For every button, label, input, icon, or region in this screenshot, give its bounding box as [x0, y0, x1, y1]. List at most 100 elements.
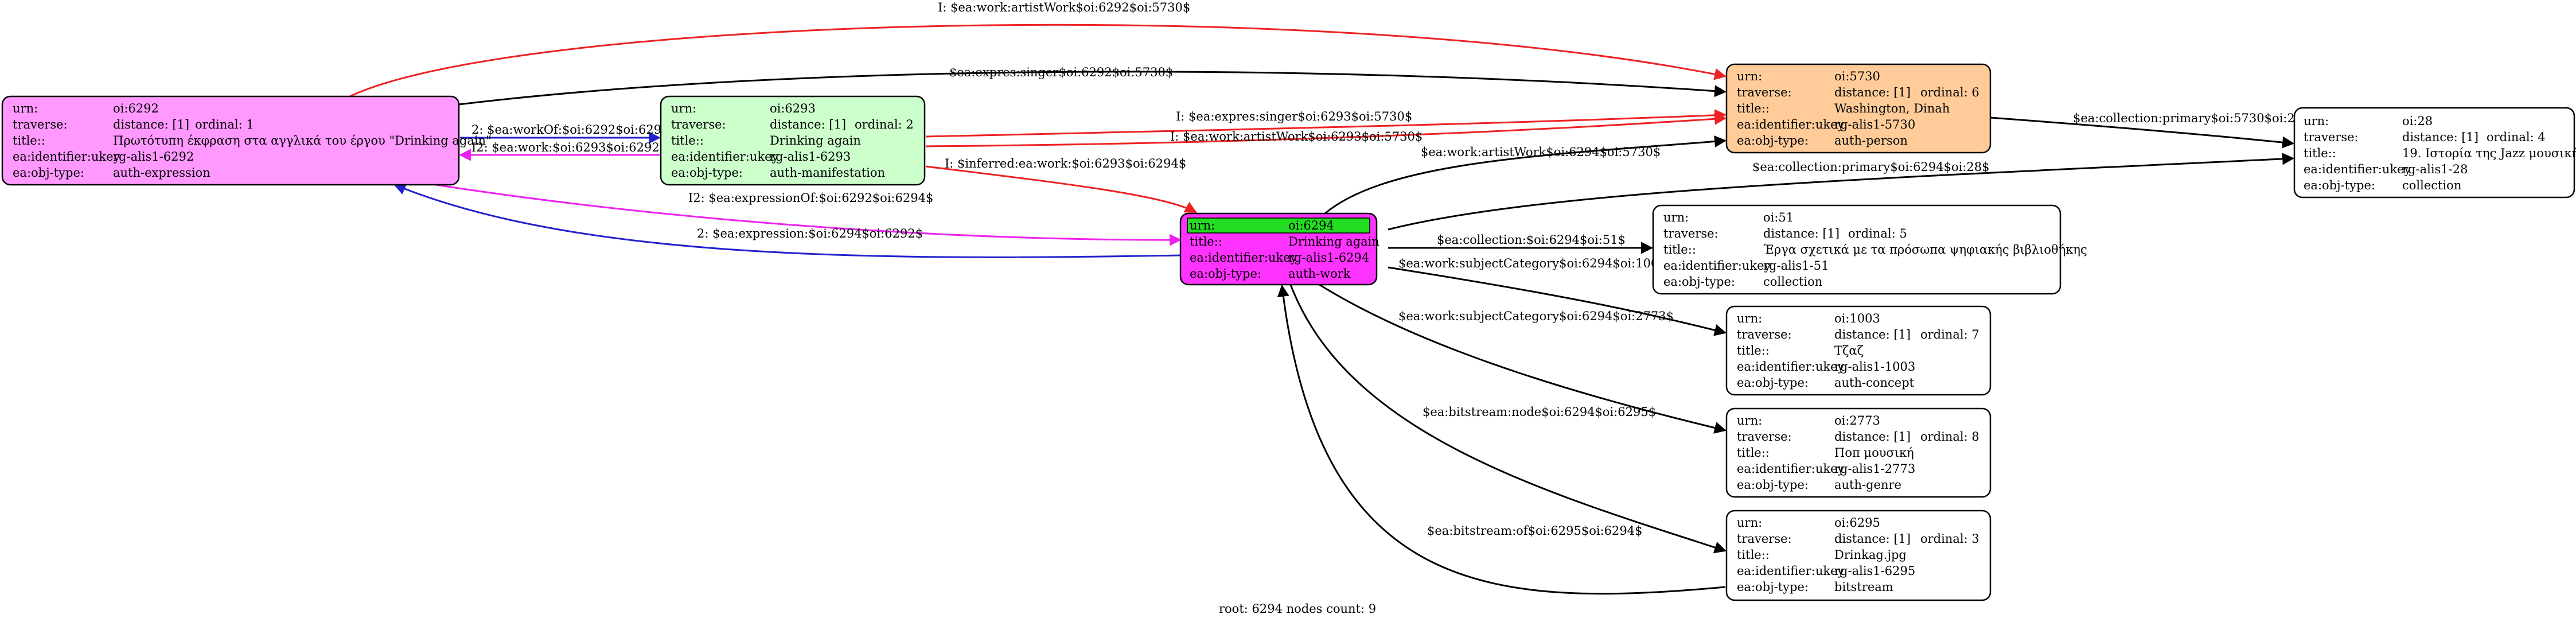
node-field-key: ea:identifier:ukey: [1737, 462, 1845, 476]
node-field-key: urn:: [1737, 414, 1762, 427]
edge-label-expression-6294-6292: 2: $ea:expression:$oi:6294$oi:6292$: [697, 227, 923, 240]
node-field-value: oi:5730: [1834, 69, 1880, 83]
node-field-ordinal: ordinal: 8: [1920, 430, 1979, 444]
node-field-key: urn:: [671, 102, 696, 115]
edge-bitstream-of-6295-6294: [1277, 284, 1726, 595]
node-field-key: ea:identifier:ukey: [1737, 360, 1845, 374]
edge-expres-singer-6293-5730: [925, 109, 1727, 138]
node-6293[interactable]: urn: oi:6293 traverse: distance: [1] ord…: [660, 95, 926, 186]
node-field-key: urn:: [1737, 312, 1762, 325]
node-field-ordinal: ordinal: 1: [195, 118, 254, 131]
node-field-key: ea:identifier:ukey: [1190, 251, 1297, 265]
node-field-value: Drinkag.jpg: [1834, 548, 1907, 562]
node-28[interactable]: urn: oi:28 traverse: distance: [1] ordin…: [2293, 107, 2576, 199]
node-field-value: distance: [1]: [2402, 130, 2478, 144]
node-field-value: distance: [1]: [770, 118, 846, 131]
edge-subjectcategory-6294-1003: [1388, 266, 1727, 336]
node-layer: urn: oi:6292 traverse: distance: [1] ord…: [1, 63, 2576, 601]
node-field-value: rg-alis1-6294: [1288, 251, 1369, 265]
node-field-value: Πρωτότυπη έκφραση στα αγγλικά του έργου …: [113, 134, 492, 147]
node-field-value: collection: [2402, 178, 2461, 192]
edge-artistwork-6292-5730: [349, 24, 1727, 98]
node-field-key: ea:identifier:ukey: [2304, 162, 2411, 176]
edge-expression-6294-6292: [393, 183, 1181, 258]
node-field-key: traverse:: [1663, 227, 1718, 240]
node-field-key: ea:identifier:ukey: [1663, 259, 1771, 273]
node-field-value: Drinking again: [1288, 235, 1379, 248]
node-field-key: ea:obj-type:: [1737, 478, 1809, 492]
edge-artistwork-6294-5730: [1324, 135, 1727, 215]
node-field-value: distance: [1]: [1834, 85, 1911, 99]
node-6294-root[interactable]: urn: oi:6294 title:: Drinking again ea:i…: [1179, 212, 1379, 286]
node-field-value: rg-alis1-5730: [1834, 118, 1915, 131]
node-field-value: distance: [1]: [113, 118, 189, 131]
node-field-key: urn:: [1190, 219, 1215, 232]
node-field-value: collection: [1763, 275, 1822, 289]
edge-collection-primary-5730-28: [1990, 116, 2295, 149]
node-field-value: auth-work: [1288, 267, 1351, 281]
node-51[interactable]: urn: oi:51 traverse: distance: [1] ordin…: [1652, 204, 2087, 295]
node-field-key: title::: [1737, 548, 1770, 562]
node-field-value: auth-expression: [113, 166, 211, 180]
node-field-ordinal: ordinal: 5: [1848, 227, 1907, 240]
node-field-value: rg-alis1-6292: [113, 150, 194, 164]
node-field-value: rg-alis1-6293: [770, 150, 851, 164]
node-field-value: rg-alis1-6295: [1834, 564, 1915, 578]
node-field-key: title::: [1663, 243, 1696, 256]
node-field-key: title::: [1737, 344, 1770, 357]
edge-subjectcategory-6294-2773: [1319, 283, 1727, 434]
node-field-value: Έργα σχετικά με τα πρόσωπα ψηφιακής βιβλ…: [1763, 243, 2087, 256]
node-field-key: traverse:: [1737, 328, 1792, 341]
node-field-key: ea:obj-type:: [1663, 275, 1735, 289]
node-field-value: rg-alis1-28: [2402, 162, 2468, 176]
edge-label-inferred-6293-6294: I: $inferred:ea:work:$oi:6293$oi:6294$: [945, 157, 1186, 170]
node-field-key: ea:identifier:ukey: [13, 150, 120, 164]
edge-label-workof-6292-6293: 2: $ea:workOf:$oi:6292$oi:6293$: [471, 123, 677, 137]
node-field-value: oi:51: [1763, 211, 1794, 224]
node-field-value: Τζαζ: [1834, 344, 1864, 357]
node-1003[interactable]: urn: oi:1003 traverse: distance: [1] ord…: [1725, 305, 1992, 396]
node-6292[interactable]: urn: oi:6292 traverse: distance: [1] ord…: [1, 95, 492, 186]
node-field-key: traverse:: [1737, 430, 1792, 444]
node-field-key: ea:obj-type:: [1190, 267, 1261, 281]
edge-expres-singer-6292-5730: [458, 71, 1727, 106]
node-box: [2293, 107, 2575, 199]
node-field-key: traverse:: [13, 118, 68, 131]
node-field-value: distance: [1]: [1834, 328, 1911, 341]
node-box: [1725, 510, 1992, 601]
edge-label-subjectcategory-6294-2773: $ea:work:subjectCategory$oi:6294$oi:2773…: [1398, 309, 1674, 323]
edge-label-collection-6294-51: $ea:collection:$oi:6294$oi:51$: [1437, 233, 1626, 247]
node-field-value: auth-person: [1834, 134, 1908, 147]
node-field-key: ea:obj-type:: [671, 166, 743, 180]
edge-label-bitstream-of-6295-6294: $ea:bitstream:of$oi:6295$oi:6294$: [1427, 524, 1642, 538]
node-field-key: title::: [1737, 102, 1770, 115]
node-field-value: oi:6294: [1288, 219, 1334, 232]
node-2773[interactable]: urn: oi:2773 traverse: distance: [1] ord…: [1725, 407, 1992, 498]
node-field-key: ea:obj-type:: [1737, 376, 1809, 390]
edge-inferred-6293-6294: [925, 165, 1197, 213]
node-field-ordinal: ordinal: 4: [2487, 130, 2546, 144]
node-field-value: oi:28: [2402, 114, 2433, 128]
node-field-key: ea:obj-type:: [13, 166, 84, 180]
node-box: [1725, 407, 1992, 498]
edge-layer: I: $ea:work:artistWork$oi:6292$oi:5730$ …: [349, 1, 2310, 595]
node-field-value: rg-alis1-2773: [1834, 462, 1915, 476]
node-field-key: title::: [1737, 446, 1770, 460]
node-field-value: oi:6295: [1834, 516, 1880, 530]
node-field-key: ea:obj-type:: [2304, 178, 2375, 192]
node-6295[interactable]: urn: oi:6295 traverse: distance: [1] ord…: [1725, 510, 1992, 601]
node-box: [1725, 305, 1992, 396]
node-field-ordinal: ordinal: 2: [855, 118, 914, 131]
edge-label-artistwork-6292-5730: I: $ea:work:artistWork$oi:6292$oi:5730$: [938, 1, 1190, 14]
node-field-value: oi:1003: [1834, 312, 1880, 325]
node-5730[interactable]: urn: oi:5730 traverse: distance: [1] ord…: [1725, 63, 1992, 154]
node-box: [660, 95, 926, 186]
node-field-ordinal: ordinal: 7: [1920, 328, 1979, 341]
edge-bitstream-node-6294-6295: [1289, 284, 1727, 554]
edge-label-collection-primary-5730-28: $ea:collection:primary$oi:5730$oi:28$: [2073, 111, 2310, 125]
edge-label-subjectcategory-6294-1003: $ea:work:subjectCategory$oi:6294$oi:1003…: [1398, 256, 1674, 270]
edge-collection-primary-6294-28: [1388, 153, 2295, 231]
node-field-value: oi:2773: [1834, 414, 1880, 427]
edge-label-collection-primary-6294-28: $ea:collection:primary$oi:6294$oi:28$: [1752, 160, 1989, 174]
